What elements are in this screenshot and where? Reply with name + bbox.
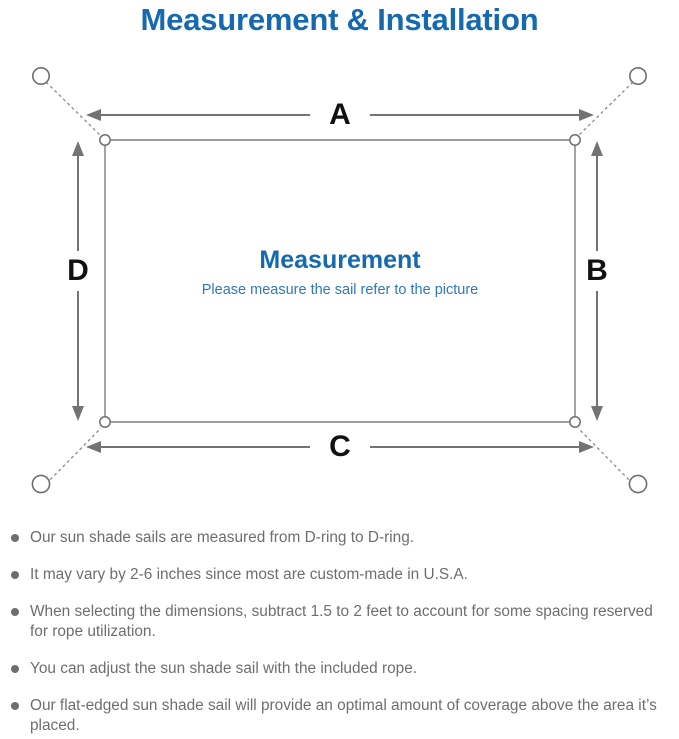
note-item: You can adjust the sun shade sail with t… <box>0 659 679 679</box>
note-text: Our sun shade sails are measured from D-… <box>30 529 415 546</box>
notes-list: Our sun shade sails are measured from D-… <box>0 528 679 736</box>
dring-bottom-left <box>99 416 111 428</box>
bullet-icon <box>11 571 19 579</box>
dring-bottom-right <box>569 416 581 428</box>
rope-bottom-right <box>577 427 634 485</box>
dimension-d: D <box>67 141 89 421</box>
note-text: It may vary by 2-6 inches since most are… <box>30 566 468 583</box>
page-title: Measurement & Installation <box>140 2 539 37</box>
rope-top-left <box>45 81 102 137</box>
bullet-icon <box>11 665 19 673</box>
dring-top-left <box>99 134 111 146</box>
note-text: Our flat-edged sun shade sail will provi… <box>30 697 657 734</box>
bullet-icon <box>11 608 19 616</box>
note-text: When selecting the dimensions, subtract … <box>30 603 653 640</box>
dimension-c-label: C <box>329 430 351 463</box>
measurement-diagram: A C D <box>0 48 679 526</box>
sail-outline <box>104 139 576 423</box>
dimension-a-label: A <box>329 98 351 131</box>
note-item: It may vary by 2-6 inches since most are… <box>0 565 679 585</box>
dring-top-right <box>569 134 581 146</box>
rope-bottom-left <box>45 427 102 485</box>
rope-top-right <box>577 81 634 137</box>
anchor-ring-top-right <box>628 66 647 85</box>
note-item: Our flat-edged sun shade sail will provi… <box>0 696 679 736</box>
dimension-d-label: D <box>67 254 89 287</box>
bullet-icon <box>11 534 19 542</box>
anchor-ring-bottom-right <box>628 474 648 494</box>
note-item: Our sun shade sails are measured from D-… <box>0 528 679 548</box>
anchor-ring-bottom-left <box>31 474 51 494</box>
dimension-b: B <box>586 141 608 421</box>
bullet-icon <box>11 702 19 710</box>
note-text: You can adjust the sun shade sail with t… <box>30 660 418 677</box>
note-item: When selecting the dimensions, subtract … <box>0 602 679 642</box>
diagram-center-subtitle: Please measure the sail refer to the pic… <box>202 282 478 298</box>
dimension-a: A <box>86 98 594 131</box>
dimension-b-label: B <box>586 254 608 287</box>
anchor-ring-top-left <box>31 66 50 85</box>
dimension-c: C <box>86 430 594 463</box>
diagram-center-heading: Measurement <box>259 246 421 274</box>
